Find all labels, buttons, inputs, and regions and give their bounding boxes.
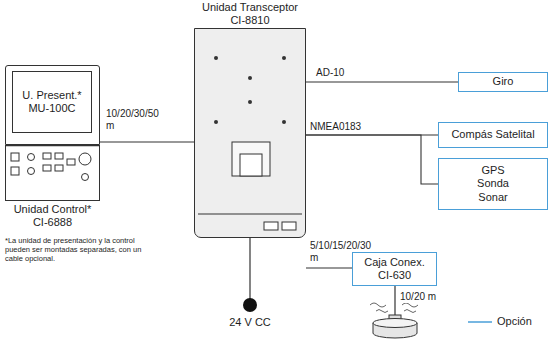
- node-text: Compás Satelital: [451, 128, 534, 141]
- transceiver-drawing: [194, 28, 306, 238]
- key: [11, 167, 19, 175]
- power-terminal: [243, 298, 257, 312]
- knob: [27, 168, 34, 175]
- node-text: Caja Conex. CI-630: [360, 256, 430, 282]
- cable-label: 10/20/30/50 m: [106, 108, 150, 132]
- connector: [264, 222, 278, 230]
- transducer: [373, 315, 417, 338]
- node-text: Unidad Control* CI-6888: [5, 203, 100, 229]
- panel-door: [240, 154, 262, 176]
- node-text: U. Present.* MU-100C: [17, 89, 87, 115]
- cable: [306, 267, 352, 268]
- cable-label: AD-10: [316, 67, 356, 79]
- satellite-compass-box: Compás Satelital: [438, 122, 548, 148]
- key: [11, 153, 19, 161]
- cable: [306, 81, 458, 82]
- power-label: 24 V CC: [222, 316, 278, 329]
- power-cable: [249, 238, 250, 300]
- key: [67, 159, 75, 165]
- water-surface: [370, 303, 418, 313]
- control-unit: Unidad Control* CI-6888: [5, 145, 100, 201]
- node-text: Unidad Transceptor CI-8810: [194, 1, 306, 27]
- cable: [306, 135, 438, 184]
- node-text: Giro: [493, 75, 514, 88]
- cable-label: 5/10/15/20/30 m: [310, 240, 352, 264]
- gyro-box: Giro: [458, 72, 548, 92]
- screw: [214, 56, 218, 60]
- screw: [282, 56, 286, 60]
- base-line: [198, 213, 302, 214]
- panel: [232, 142, 270, 176]
- knob: [27, 154, 34, 161]
- key: [43, 165, 51, 171]
- cable-label: NMEA0183: [310, 121, 380, 133]
- key: [55, 153, 63, 159]
- transceiver-unit: Unidad Transceptor CI-8810: [194, 28, 306, 238]
- legend-line-sample: [468, 321, 492, 323]
- key: [55, 165, 63, 171]
- connector: [282, 222, 296, 230]
- knob: [81, 174, 88, 181]
- transducer-cable: [394, 286, 395, 316]
- trackball: [79, 153, 91, 165]
- gps-sounder-sonar-box: GPS Sonda Sonar: [438, 158, 548, 210]
- node-text: GPS Sonda Sonar: [473, 164, 513, 204]
- screw: [248, 76, 252, 80]
- cable: [100, 141, 194, 142]
- panel-edge: [5, 145, 100, 146]
- screw: [214, 120, 218, 124]
- screw: [248, 100, 252, 104]
- cable-length: 10/20 m: [400, 291, 445, 303]
- display-unit: U. Present.* MU-100C: [5, 65, 100, 145]
- display-screen: U. Present.* MU-100C: [12, 71, 92, 133]
- screw: [282, 120, 286, 124]
- footnote: *La unidad de presentación y la control …: [5, 236, 155, 263]
- key: [43, 153, 51, 159]
- control-panel-drawing: [5, 145, 100, 201]
- junction-box: Caja Conex. CI-630: [352, 252, 437, 286]
- legend-text: Opción: [497, 315, 532, 328]
